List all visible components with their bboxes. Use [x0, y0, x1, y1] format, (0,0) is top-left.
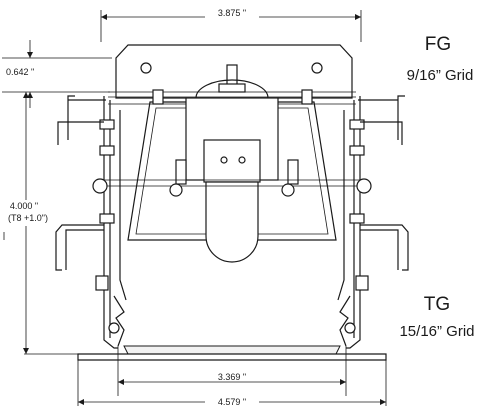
mounting-hole-left — [140, 62, 152, 74]
socket-box — [203, 139, 261, 183]
fixture-body — [55, 44, 409, 361]
trim-lens — [123, 345, 341, 355]
left-grid-wing-lower — [55, 224, 104, 271]
dim-outer-width: 4.579 " — [218, 397, 246, 407]
dim-top-width: 3.875 " — [218, 8, 246, 18]
tg-title: TG — [424, 294, 450, 315]
dim-height: 4.000 " — [10, 201, 38, 211]
left-grid-wing-upper — [67, 95, 106, 140]
tg-grid-label: 15/16” Grid — [399, 323, 474, 340]
dim-plate-offset: 0.642 " — [6, 67, 34, 77]
trim-flange — [77, 353, 387, 361]
mounting-hole-right — [311, 62, 323, 74]
dim-inner-width: 3.369 " — [218, 372, 246, 382]
right-grid-wing-upper — [358, 95, 405, 140]
dim-height-note: (T8 +1.0") — [8, 213, 48, 223]
right-grid-wing-lower — [360, 224, 409, 271]
fg-title: FG — [425, 34, 451, 55]
lamp — [205, 181, 259, 263]
fg-grid-label: 9/16” Grid — [407, 67, 474, 84]
